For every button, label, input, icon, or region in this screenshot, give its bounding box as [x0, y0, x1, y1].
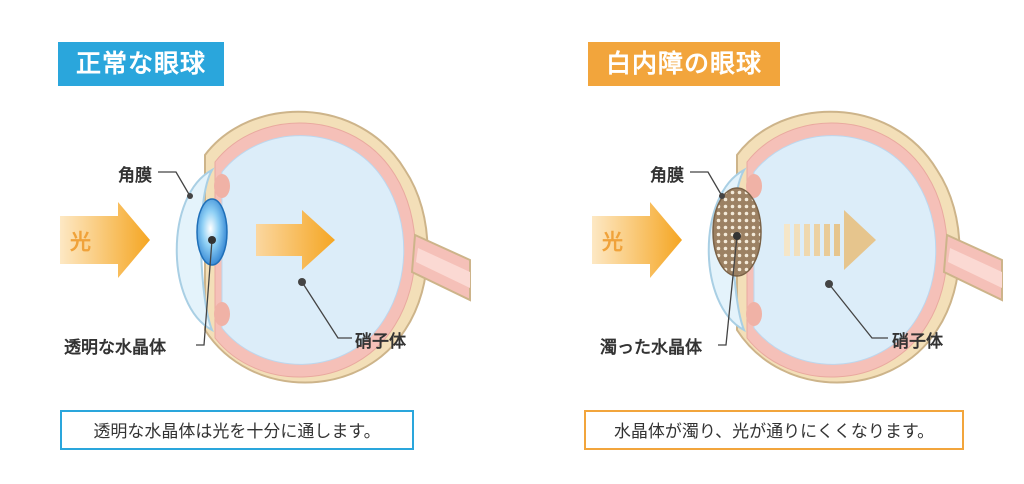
cataract-caption: 水晶体が濁り、光が通りにくくなります。: [584, 410, 964, 450]
faded-light-arrow-icon: [784, 210, 876, 270]
light-label: 光: [602, 230, 623, 254]
light-arrow-icon: [60, 202, 150, 278]
inner-light-arrow-icon: [256, 210, 335, 270]
cataract-eye-diagram: [592, 110, 1003, 384]
vitreous-label: 硝子体: [892, 332, 943, 352]
lens-label: 透明な水晶体: [64, 338, 166, 358]
vitreous-label: 硝子体: [355, 332, 406, 352]
cornea-label: 角膜: [118, 166, 152, 186]
light-arrow-icon: [592, 202, 682, 278]
light-label: 光: [70, 230, 91, 254]
normal-eye-panel: 正常な眼球: [58, 42, 471, 450]
normal-eye-diagram: [60, 110, 471, 384]
lens-label: 濁った水晶体: [600, 338, 702, 358]
transparent-lens: [196, 198, 228, 266]
cornea-label: 角膜: [650, 166, 684, 186]
cataract-eye-panel: 白内障の眼球: [512, 0, 1024, 484]
cataract-eye-title: 白内障の眼球: [588, 42, 781, 86]
normal-eye-title: 正常な眼球: [58, 42, 225, 86]
normal-caption: 透明な水晶体は光を十分に通します。: [60, 410, 414, 450]
